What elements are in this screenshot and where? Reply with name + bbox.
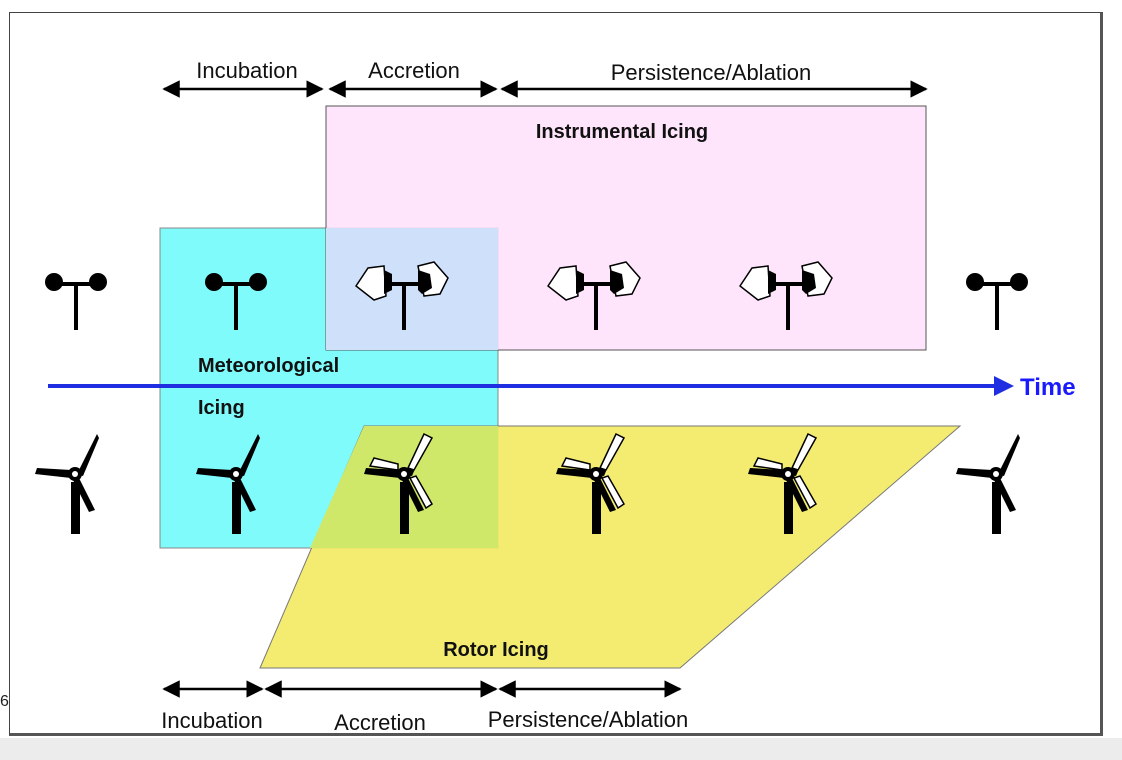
bottom-strip xyxy=(0,738,1122,760)
wind-turbine-icon xyxy=(35,434,99,534)
overlap-instrumental-meteorological xyxy=(326,228,498,350)
anemometer-icon xyxy=(43,271,109,332)
rotor-icing-label: Rotor Icing xyxy=(443,639,549,661)
diagram-frame xyxy=(9,12,1103,736)
meteorological-icing-label-line1: Meteorological xyxy=(198,355,339,377)
instrumental-icing-label: Instrumental Icing xyxy=(536,121,708,143)
wind-turbine-icon xyxy=(956,434,1020,534)
top-incubation-label: Incubation xyxy=(196,58,298,83)
anemometer-icon xyxy=(964,271,1030,332)
top-accretion-label: Accretion xyxy=(368,58,460,83)
bottom-accretion-label: Accretion xyxy=(334,710,426,735)
top-persistence-label: Persistence/Ablation xyxy=(611,60,812,85)
time-axis-label: Time xyxy=(1020,374,1076,401)
time-axis-arrowhead xyxy=(994,376,1014,396)
bottom-persistence-label: Persistence/Ablation xyxy=(488,707,689,732)
page-number: 6 xyxy=(0,693,9,710)
meteorological-icing-label-line2: Icing xyxy=(198,397,245,419)
bottom-incubation-label: Incubation xyxy=(161,708,263,733)
